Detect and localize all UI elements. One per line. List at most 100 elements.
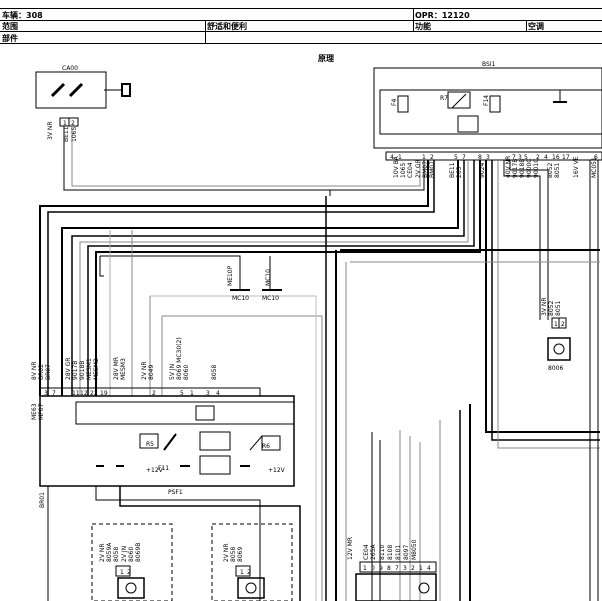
header-row-2: 范围 舒适和便利 功能 空调 xyxy=(0,20,602,32)
b006-icon xyxy=(553,343,565,355)
br-pin-3: 8 xyxy=(387,565,391,572)
bsi-pin-7: 3 xyxy=(486,154,490,161)
ca00-pin-1: 1 xyxy=(63,120,67,127)
psf-wire-c2: MESM3 xyxy=(120,358,127,380)
br-pin-0: 1 xyxy=(363,565,367,572)
ground-me10p: ME10P xyxy=(227,265,234,286)
range-value: 舒适和便利 xyxy=(207,22,247,31)
header-row-1: 车辆：308 OPR：12120 xyxy=(0,8,602,21)
fan1-wire-6: 8069B xyxy=(135,543,142,562)
fan2-pin-1: 1 xyxy=(240,569,244,576)
psf-wire-d2: 8049 xyxy=(148,365,155,380)
ca00-wire-1: 3V NR xyxy=(47,122,54,141)
br-pin-8: 4 xyxy=(427,565,431,572)
br-wire-5: 8108 xyxy=(387,545,394,560)
br-wire-6: 8101 xyxy=(395,545,402,560)
ca00-wire-2: BE11 xyxy=(63,126,70,142)
fan1-wire-2: 8059A xyxy=(106,542,113,562)
bsi-wire-a2: 1065 xyxy=(400,163,407,178)
fan1-icon xyxy=(125,582,137,594)
br-wire-8: M8050 xyxy=(411,539,418,560)
bsi-pin-1: 1 xyxy=(398,154,402,161)
psf-pin-6: 2 xyxy=(152,390,156,397)
br-wire-1: 12V MR xyxy=(347,537,354,560)
br-pin-6: 2 xyxy=(411,565,415,572)
bottom-fan-icon xyxy=(418,582,430,594)
ground-mc10-b: MC10 xyxy=(262,295,279,302)
bsi-wire-d2: 9017B xyxy=(512,159,519,178)
bottom-module xyxy=(355,573,437,601)
bsi-fuse-1: F4 xyxy=(391,99,398,106)
psf-wire-b2: 9017B xyxy=(72,361,79,380)
b006-wire-3: 8051 xyxy=(555,301,562,316)
fan2-wire-3: 8069 xyxy=(237,547,244,562)
psf-relay-1: R5 xyxy=(146,441,154,448)
opr-label: OPR：12120 xyxy=(415,11,470,20)
bsi-relay: R7 xyxy=(440,95,448,102)
bsi-wire-b2: BM07 xyxy=(422,161,429,178)
psf-wire-e2: 8069 MC30(2) xyxy=(176,337,183,380)
psf-wire-d: 2V NR xyxy=(141,362,148,381)
psf-wire-e: 5V JN xyxy=(169,364,176,380)
psf-wire-f: 8058 xyxy=(211,365,218,380)
bsi-pin-3: 2 xyxy=(430,154,434,161)
ca00-label: CA00 xyxy=(62,65,78,72)
bsi-pin-0: 4 xyxy=(390,154,394,161)
fan1-pin-1: 1 xyxy=(120,569,124,576)
bsi-wire-d5: 9001C xyxy=(533,159,540,178)
br-pin-4: 7 xyxy=(395,565,399,572)
range-label: 范围 xyxy=(2,22,18,31)
bsi-pin-10: 5 xyxy=(524,154,528,161)
psf-wire-e3: 8060 xyxy=(183,365,190,380)
psf-pin-10: 4 xyxy=(216,390,220,397)
psf-fuse: F11 xyxy=(158,465,169,472)
bsi-pin-15: 6 xyxy=(594,154,598,161)
psf-wire-b4: MESM1 xyxy=(86,358,93,380)
header-divider-2 xyxy=(413,8,414,32)
ca00-module xyxy=(35,71,107,109)
bsi-wire-c2: 265 xyxy=(456,166,463,178)
ground-mc10-top: MC10 xyxy=(265,269,272,286)
fan2-wire-1: 2V NR xyxy=(223,544,230,563)
header-divider-3 xyxy=(526,20,527,32)
psf-pin-0: 3 xyxy=(44,390,48,397)
psf-pin-1: 7 xyxy=(52,390,56,397)
bsi-pin-13: 16 xyxy=(552,154,560,161)
fan2-wire-2: 8058 xyxy=(230,547,237,562)
br-wire-7: 8097 xyxy=(403,545,410,560)
bsi-pin-9: 3 xyxy=(518,154,522,161)
psf-br01: BR01 xyxy=(39,492,46,508)
b006-wire-2: 8052 xyxy=(548,301,555,316)
vehicle-label: 车辆：308 xyxy=(2,11,43,20)
fan1-wire-4: 2V JN xyxy=(121,546,128,562)
bsi-wire-c: BE11 xyxy=(449,162,456,178)
bsi-wire-f: 16V VE xyxy=(573,156,580,178)
psf-pin-7: 5 xyxy=(180,390,184,397)
bsi-wire-e2: 8051 xyxy=(554,163,561,178)
bsi1-module xyxy=(373,67,602,149)
psf-voltage-2: +12V xyxy=(268,467,286,474)
header-row-3: 部件 xyxy=(0,32,602,44)
bsi-wire-d: 40V NR xyxy=(505,156,512,178)
psf-pin-9: 3 xyxy=(206,390,210,397)
psf-voltage-1: +12V xyxy=(146,467,164,474)
bsi-wire-d3: 9018B xyxy=(519,159,526,178)
fan1-motor xyxy=(117,577,145,599)
bsi-pin-6: 8 xyxy=(478,154,482,161)
bsi-pin-12: 4 xyxy=(544,154,548,161)
psf-pin-2: 11 xyxy=(72,390,80,397)
fan1-wire-1: 2V NR xyxy=(99,544,106,563)
bsi-pin-2: 1 xyxy=(422,154,426,161)
psf-wire-g2: MP07 xyxy=(38,403,45,420)
psf-pin-3: 12 xyxy=(80,390,88,397)
b006-label: 8006 xyxy=(548,365,563,372)
b006-sensor xyxy=(547,337,571,361)
bsi-wire-c3: 9024 xyxy=(479,163,486,178)
psf1-module xyxy=(39,395,295,487)
br-wire-4: 8110 xyxy=(379,545,386,560)
header-divider-1 xyxy=(205,20,206,44)
psf-wire-g: ME63 xyxy=(31,403,38,420)
br-wire-3: 265A xyxy=(370,544,377,560)
psf-pin-8: 1 xyxy=(190,390,194,397)
bsi-fuse-2: F14 xyxy=(483,95,490,106)
